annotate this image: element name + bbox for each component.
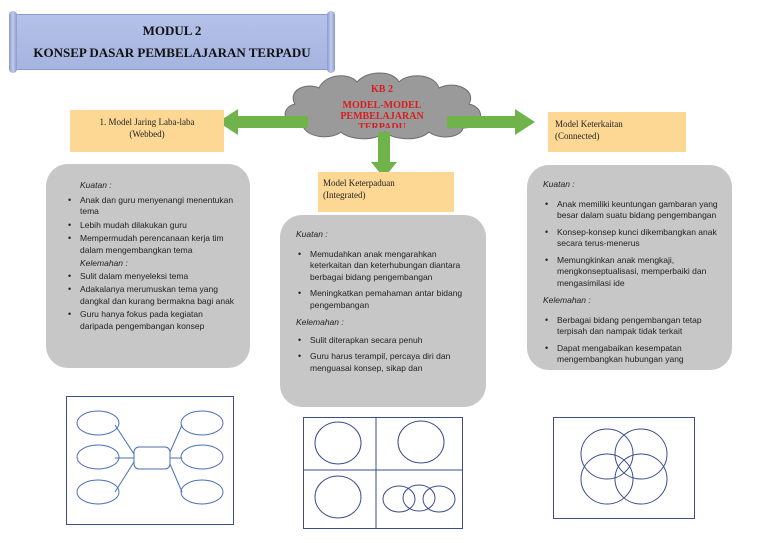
integrated-strengths-list: Memudahkan anak mengarahkan keterkaitan … bbox=[296, 249, 476, 312]
label-integrated: Model Keterpaduan (Integrated) bbox=[318, 172, 454, 212]
list-item: Sulit diterapkan secara penuh bbox=[296, 335, 476, 347]
cloud-kb-label: KB 2 bbox=[371, 84, 393, 95]
list-item: Mempermudah perencanaan kerja tim dalam … bbox=[66, 233, 236, 256]
panel-integrated: Kuatan : Memudahkan anak mengarahkan ket… bbox=[280, 215, 486, 407]
list-item: Konsep-konsep kunci dikembangkan anak se… bbox=[543, 227, 724, 250]
web-link bbox=[169, 463, 183, 493]
webbed-weaknesses-list: Sulit dalam menyeleksi tema Adakalanya m… bbox=[66, 271, 236, 333]
label-integrated-subtitle: (Integrated) bbox=[323, 190, 366, 200]
web-link bbox=[169, 424, 183, 453]
module-title: MODUL 2 bbox=[142, 23, 202, 38]
list-item: Lebih mudah dilakukan guru bbox=[66, 220, 236, 232]
list-item: Anak memiliki keuntungan gambaran yang b… bbox=[543, 199, 724, 222]
webbed-weaknesses-title: Kelemahan : bbox=[80, 258, 128, 268]
label-integrated-title: Model Keterpaduan bbox=[323, 178, 395, 188]
label-webbed-title: 1. Model Jaring Laba-laba bbox=[99, 117, 195, 127]
integrated-circle bbox=[314, 475, 362, 519]
cloud-title-line2: PEMBELAJARAN bbox=[340, 111, 424, 122]
connected-circle bbox=[580, 453, 634, 505]
list-item: Anak dan guru menyenangi menentukan tema bbox=[66, 195, 236, 218]
webbed-strengths-title: Kuatan : bbox=[80, 180, 112, 190]
central-cloud: KB 2 MODEL-MODEL PEMBELAJARAN TERPADU bbox=[273, 68, 491, 140]
arrow-down-icon bbox=[371, 132, 397, 178]
label-connected: Model Keterkaitan (Connected) bbox=[548, 112, 686, 152]
list-item: Berbagai bidang pengembangan tetap terpi… bbox=[543, 315, 724, 338]
list-item: Meningkatkan pemahaman antar bidang peng… bbox=[296, 288, 476, 311]
connected-diagram bbox=[553, 417, 695, 519]
integrated-circle bbox=[402, 484, 436, 512]
cloud-title-line1: MODEL-MODEL bbox=[342, 100, 422, 111]
web-node bbox=[76, 444, 120, 470]
integrated-strengths-title: Kuatan : bbox=[296, 229, 328, 239]
web-node bbox=[180, 410, 224, 436]
integrated-weaknesses-list: Sulit diterapkan secara penuh Guru harus… bbox=[296, 335, 476, 375]
diagram-frame bbox=[303, 417, 463, 529]
web-node bbox=[180, 479, 224, 505]
arrow-left-icon bbox=[218, 109, 308, 135]
list-item: Memudahkan anak mengarahkan keterkaitan … bbox=[296, 249, 476, 284]
connected-weaknesses-title: Kelemahan : bbox=[543, 295, 591, 305]
list-item: Guru harus terampil, percaya diri dan me… bbox=[296, 351, 476, 374]
connected-circle bbox=[614, 453, 668, 505]
integrated-circle bbox=[397, 420, 445, 464]
arrow-right-icon bbox=[447, 109, 535, 135]
connected-weaknesses-list: Berbagai bidang pengembangan tetap terpi… bbox=[543, 315, 724, 366]
integrated-weaknesses-title: Kelemahan : bbox=[296, 317, 344, 327]
connected-circle bbox=[580, 428, 634, 480]
web-node bbox=[180, 444, 224, 470]
integrated-circle bbox=[382, 485, 416, 513]
diagram-frame bbox=[553, 417, 695, 519]
list-item: Memungkinkan anak mengkaji, mengkonseptu… bbox=[543, 255, 724, 290]
diagram-frame bbox=[66, 396, 234, 525]
integrated-circle bbox=[314, 421, 362, 465]
list-item: Guru hanya fokus pada kegiatan daripada … bbox=[66, 309, 236, 332]
label-webbed-subtitle: (Webbed) bbox=[129, 129, 165, 139]
list-item: Sulit dalam menyeleksi tema bbox=[66, 271, 236, 283]
list-item: Dapat mengabaikan kesempatan mengembangk… bbox=[543, 343, 724, 366]
web-node bbox=[76, 410, 120, 436]
label-connected-subtitle: (Connected) bbox=[555, 131, 600, 141]
module-subtitle: KONSEP DASAR PEMBELAJARAN TERPADU bbox=[33, 45, 311, 60]
panel-connected: Kuatan : Anak memiliki keuntungan gambar… bbox=[527, 165, 732, 370]
module-banner: MODUL 2 KONSEP DASAR PEMBELAJARAN TERPAD… bbox=[9, 11, 335, 73]
connected-strengths-title: Kuatan : bbox=[543, 179, 575, 189]
web-link bbox=[114, 461, 135, 493]
webbed-diagram bbox=[66, 396, 234, 525]
label-connected-title: Model Keterkaitan bbox=[555, 119, 623, 129]
label-webbed: 1. Model Jaring Laba-laba (Webbed) bbox=[70, 110, 224, 152]
integrated-diagram bbox=[303, 417, 463, 529]
connected-strengths-list: Anak memiliki keuntungan gambaran yang b… bbox=[543, 199, 724, 290]
connected-circle bbox=[614, 428, 668, 480]
list-item: Adakalanya merumuskan tema yang dangkal … bbox=[66, 284, 236, 307]
panel-webbed: Kuatan : Anak dan guru menyenangi menent… bbox=[46, 164, 250, 368]
web-center bbox=[133, 446, 171, 470]
web-link bbox=[114, 424, 135, 455]
cloud-title-line3: TERPADU bbox=[358, 122, 406, 128]
webbed-strengths-list: Anak dan guru menyenangi menentukan tema… bbox=[66, 195, 236, 257]
web-node bbox=[76, 479, 120, 505]
integrated-circle bbox=[422, 485, 456, 513]
